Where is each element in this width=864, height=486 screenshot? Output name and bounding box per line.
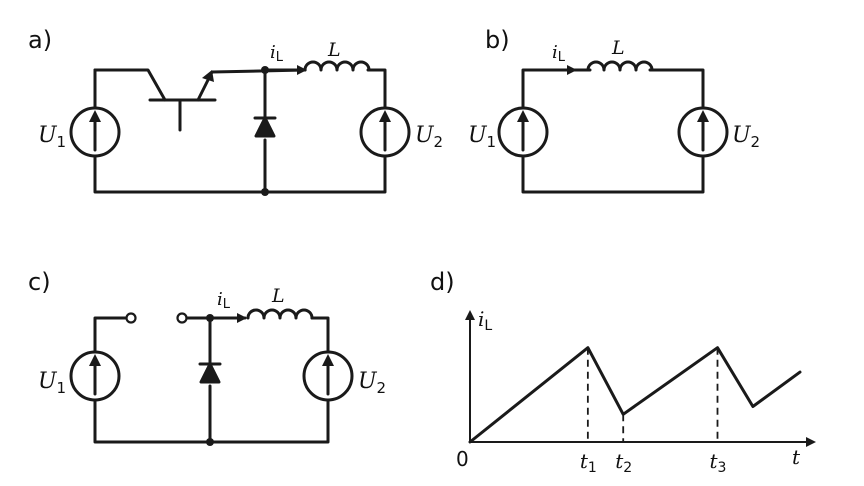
- panel-c-right-top-wire: [310, 316, 330, 354]
- panel-b-bottom-wire: [521, 154, 705, 194]
- panel-c-source-u1: [69, 350, 121, 402]
- transistor-symbol: [148, 68, 307, 132]
- panel-c-source-u2: [302, 350, 354, 402]
- chart-y-axis-label: iL: [478, 307, 492, 334]
- panel-a-source-u1: [69, 106, 121, 158]
- panel-a-u2-label: U2: [415, 123, 443, 151]
- panel-c-left-top-wire: [93, 316, 128, 354]
- panel-b-current-label: iL: [552, 42, 566, 65]
- chart-tick-label-1: t1: [580, 449, 597, 476]
- panel-a-bottom-wire: [93, 154, 387, 194]
- panel-c: c) iL L U1 U2: [28, 268, 386, 446]
- panel-c-open-terminal-right: [176, 312, 188, 324]
- panel-b-inductor-label: L: [611, 37, 625, 59]
- panel-b-source-u2: [677, 106, 729, 158]
- panel-b-u2-label: U2: [732, 123, 760, 151]
- panel-c-u1-label: U1: [38, 369, 66, 397]
- chart-x-axis-label: t: [792, 445, 801, 469]
- chart-origin-label: 0: [456, 447, 469, 471]
- panel-a-source-u2: [359, 106, 411, 158]
- panel-b-top-right-wire: [648, 68, 705, 110]
- panel-a-right-upper-wire: [366, 68, 387, 110]
- panel-a-inductor: [303, 60, 371, 72]
- panel-d: d) iL t 0 t1 t2 t3: [430, 268, 816, 476]
- panel-b-label: b): [485, 26, 510, 54]
- panel-c-current-label: iL: [217, 289, 231, 312]
- panel-c-u2-label: U2: [358, 369, 386, 397]
- panel-b: b) iL L U1 U2: [468, 26, 760, 194]
- chart-tick-label-2: t2: [615, 449, 632, 476]
- panel-b-u1-label: U1: [468, 123, 496, 151]
- panel-c-diode: [198, 316, 222, 444]
- panel-b-inductor: [586, 60, 654, 72]
- panel-d-label: d): [430, 268, 455, 296]
- panel-a-top-left-wire: [93, 68, 167, 102]
- panel-a-inductor-label: L: [327, 39, 341, 61]
- panel-a-diode: [253, 68, 277, 194]
- panel-a-label: a): [28, 26, 52, 54]
- panel-a-u1-label: U1: [38, 123, 66, 151]
- chart-marks: t1 t2 t3: [468, 346, 802, 476]
- panel-a: a): [28, 26, 443, 196]
- panel-b-top-left-wire: [521, 68, 592, 110]
- panel-a-current-label: iL: [270, 42, 284, 65]
- panel-c-label: c): [28, 268, 51, 296]
- chart-tick-label-3: t3: [710, 449, 727, 476]
- chart-series-line: [468, 346, 802, 444]
- panel-c-open-terminal-left: [125, 312, 137, 324]
- panel-c-inductor: [246, 308, 314, 320]
- panel-b-source-u1: [497, 106, 549, 158]
- panel-c-inductor-label: L: [271, 285, 285, 307]
